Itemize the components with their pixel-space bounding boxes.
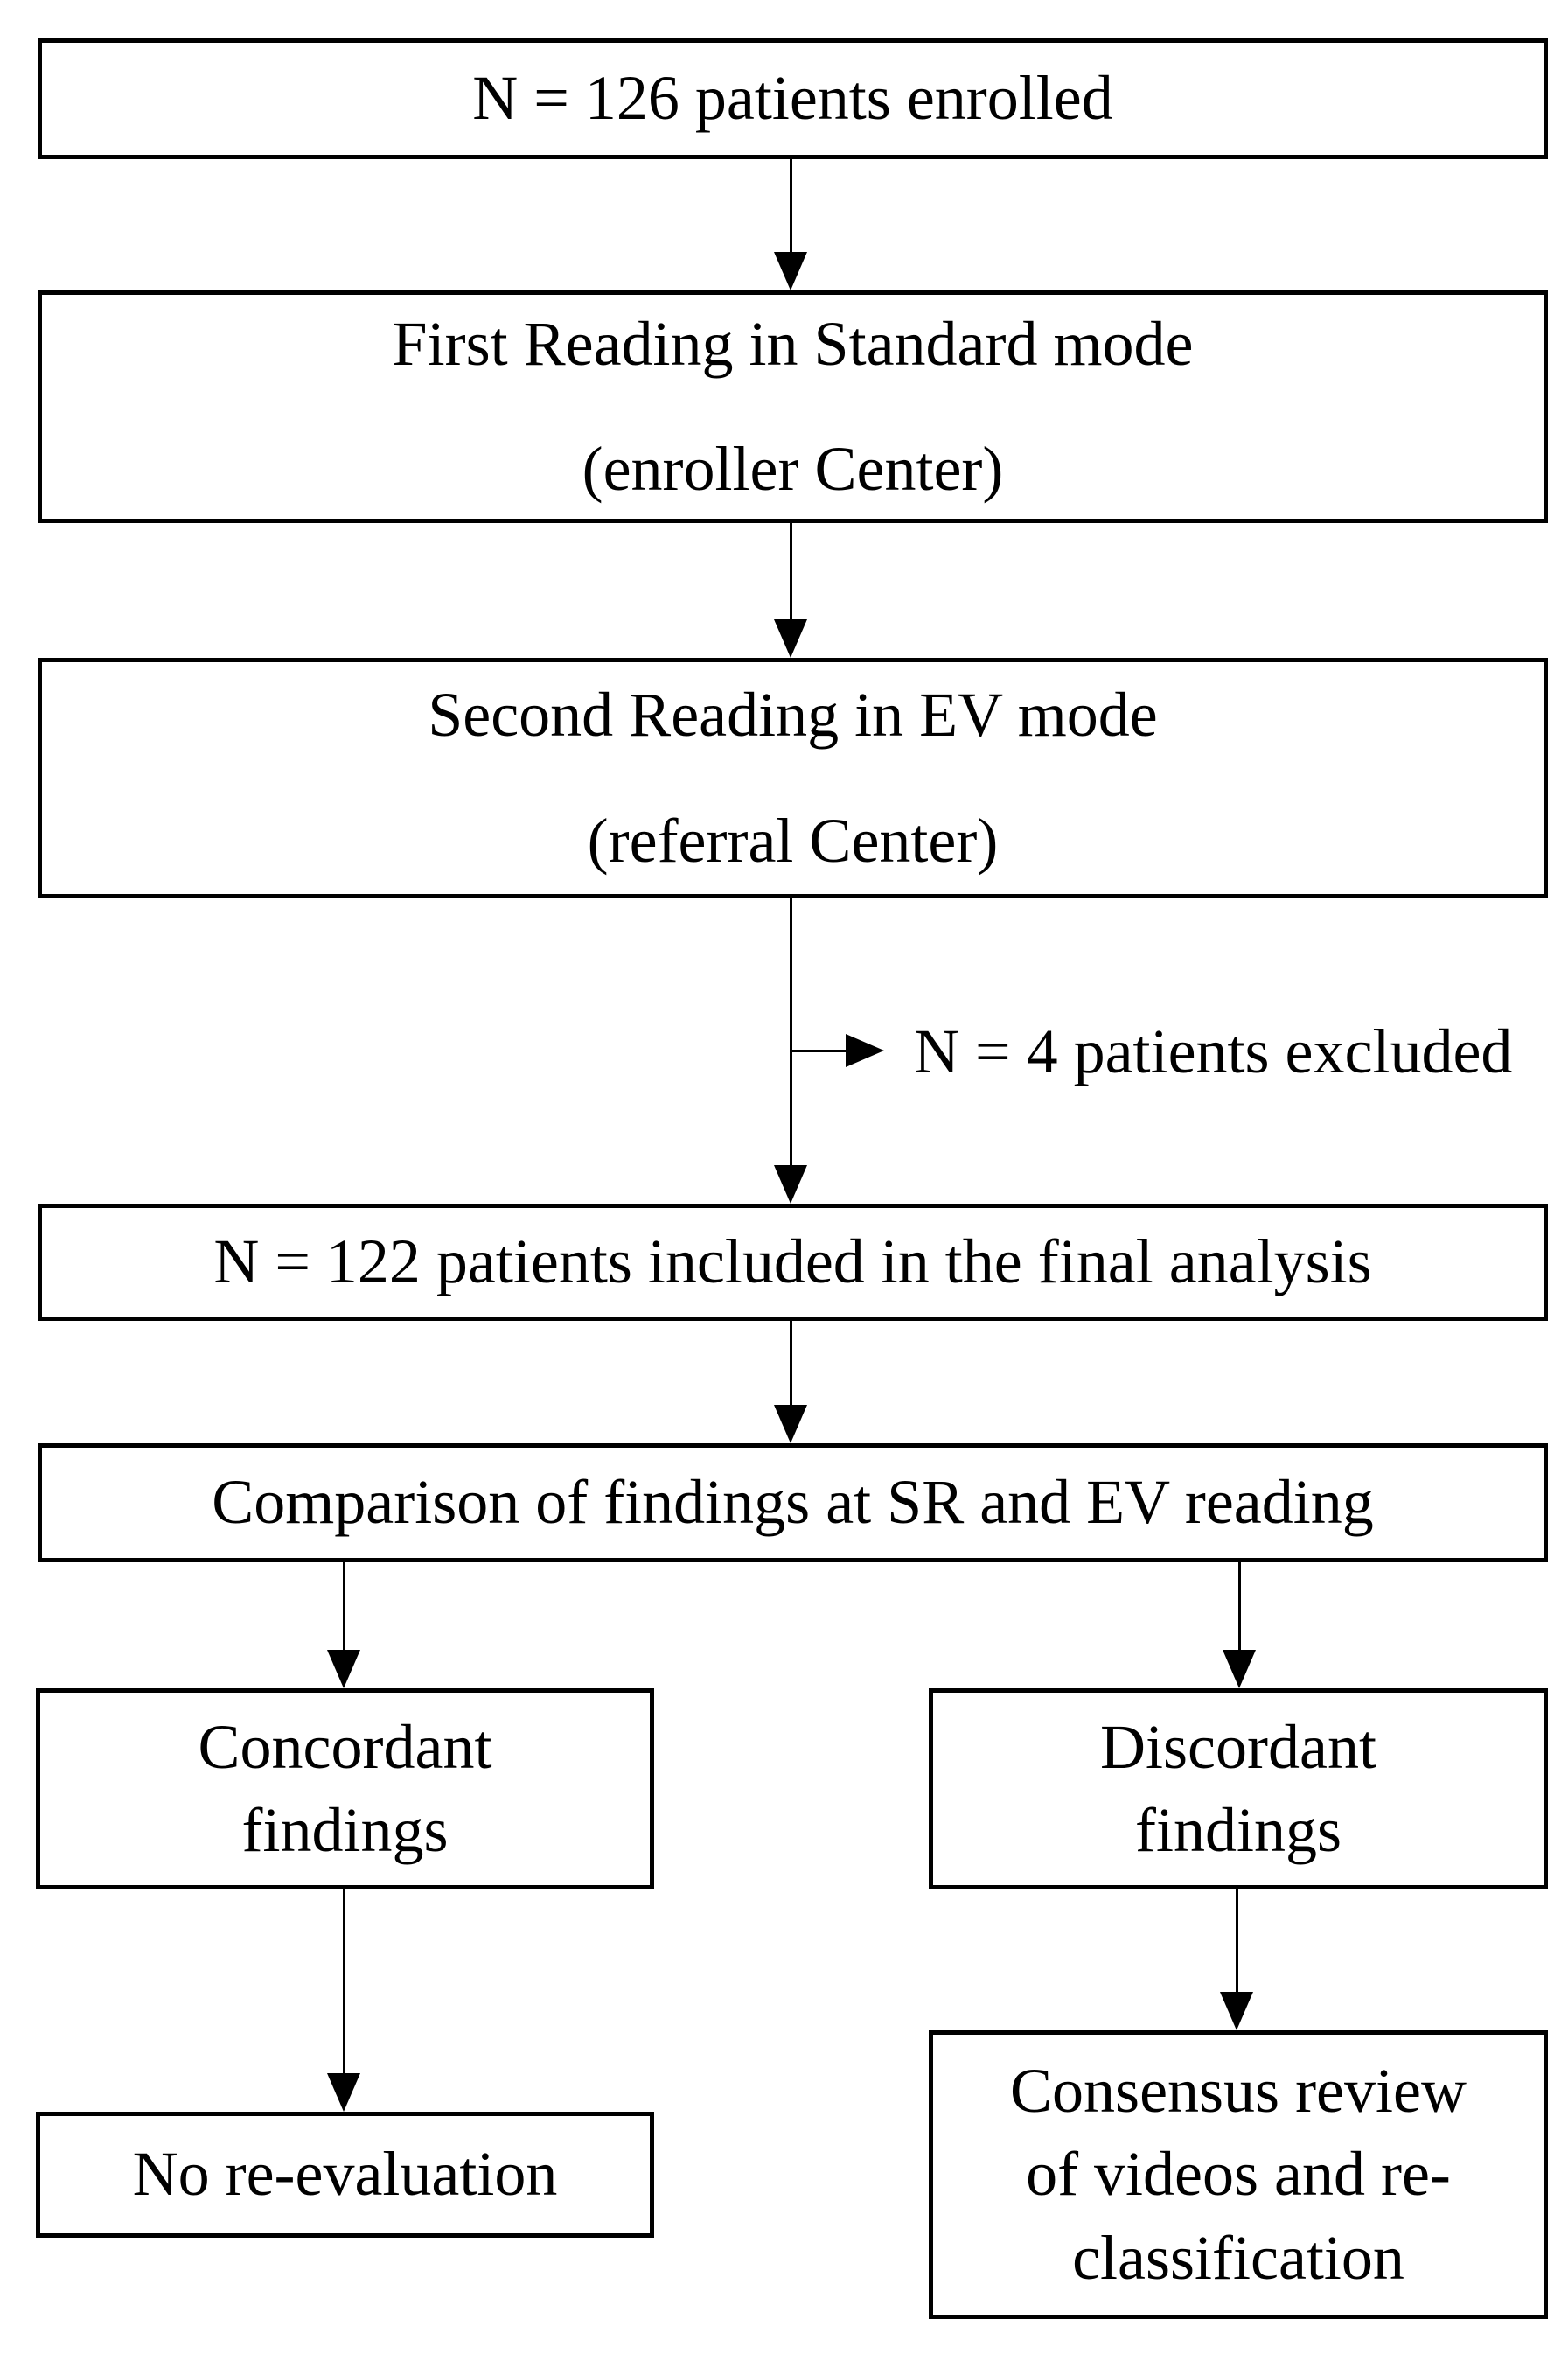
node-no-reevaluation: No re-evaluation	[36, 2112, 654, 2238]
node-consensus-line1: Consensus review	[1010, 2056, 1467, 2127]
down-arrowhead-icon	[774, 619, 807, 658]
node-consensus-line3: classification	[1072, 2222, 1404, 2293]
down-arrowhead-icon	[1220, 1992, 1253, 2030]
connector-discordant-to-consensus	[1236, 1889, 1238, 1992]
node-comparison-label: Comparison of findings at SR and EV read…	[212, 1467, 1374, 1538]
node-discordant-line1: Discordant	[1100, 1711, 1376, 1782]
node-comparison: Comparison of findings at SR and EV read…	[38, 1443, 1548, 1562]
node-included-final-analysis: N = 122 patients included in the final a…	[38, 1204, 1548, 1321]
down-arrowhead-icon	[327, 1650, 360, 1688]
node-discordant-findings: Discordant findings	[929, 1688, 1548, 1889]
node-enrolled: N = 126 patients enrolled	[38, 38, 1548, 159]
node-discordant-line2: findings	[1134, 1795, 1342, 1865]
node-second-reading-line2: (referral Center)	[587, 805, 999, 876]
node-consensus-line2: of videos and re-	[1026, 2139, 1451, 2210]
node-concordant-line1: Concordant	[198, 1711, 492, 1782]
connector-comparison-to-concordant	[343, 1562, 345, 1650]
node-first-reading: First Reading in Standard mode (enroller…	[38, 290, 1548, 523]
down-arrowhead-icon	[327, 2073, 360, 2112]
connector-concordant-to-no-reevaluation	[343, 1889, 345, 2073]
node-concordant-findings: Concordant findings	[36, 1688, 654, 1889]
connector-comparison-to-discordant	[1238, 1562, 1241, 1650]
node-second-reading-line1: Second Reading in EV mode	[428, 680, 1158, 751]
node-second-reading: Second Reading in EV mode (referral Cent…	[38, 658, 1548, 898]
down-arrowhead-icon	[774, 1165, 807, 1204]
connector-enrolled-to-first-reading	[790, 159, 792, 252]
node-consensus-review: Consensus review of videos and re- class…	[929, 2030, 1548, 2319]
connector-included-to-comparison	[790, 1321, 792, 1405]
connector-excluded-branch	[791, 1050, 846, 1052]
node-first-reading-line2: (enroller Center)	[582, 434, 1004, 504]
down-arrowhead-icon	[1223, 1650, 1256, 1688]
node-concordant-line2: findings	[241, 1795, 449, 1865]
node-no-reevaluation-label: No re-evaluation	[132, 2139, 558, 2210]
down-arrowhead-icon	[774, 1405, 807, 1443]
connector-second-to-included	[790, 898, 792, 1165]
right-arrowhead-icon	[846, 1034, 884, 1067]
excluded-patients-label: N = 4 patients excluded	[914, 1016, 1513, 1086]
node-first-reading-line1: First Reading in Standard mode	[392, 308, 1194, 379]
connector-first-to-second-reading	[790, 523, 792, 619]
node-included-label: N = 122 patients included in the final a…	[213, 1226, 1372, 1297]
node-enrolled-label: N = 126 patients enrolled	[472, 63, 1113, 134]
down-arrowhead-icon	[774, 252, 807, 290]
